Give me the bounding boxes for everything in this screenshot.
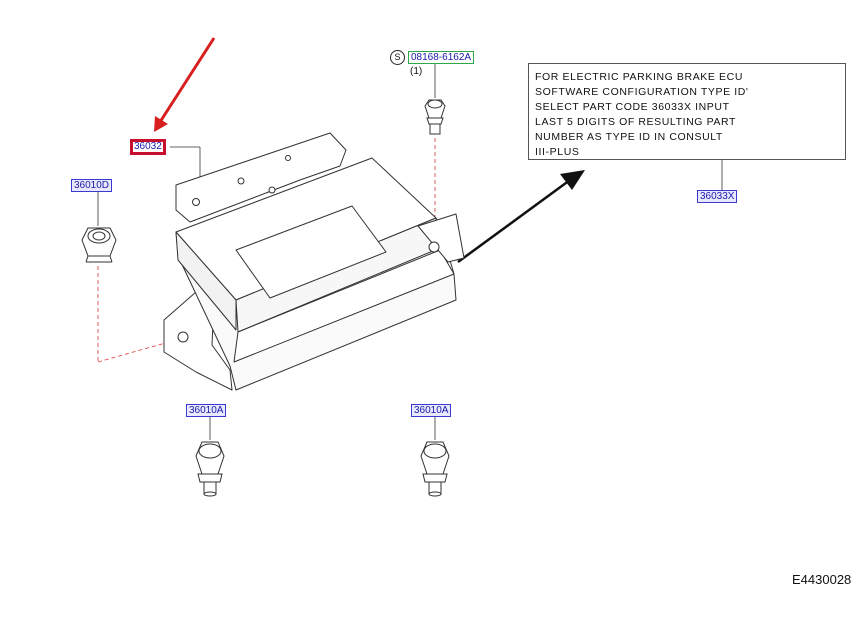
callout-08168-6162a[interactable]: 08168-6162A xyxy=(408,51,475,64)
callout-36010a-left[interactable]: 36010A xyxy=(186,404,227,417)
callout-36033x[interactable]: 36033X xyxy=(697,190,738,203)
note-line: NUMBER AS TYPE ID IN CONSULT xyxy=(535,131,723,143)
callout-36010d[interactable]: 36010D xyxy=(71,179,113,192)
bolt-symbol-s: S xyxy=(390,50,405,65)
callout-36032[interactable]: 36032 xyxy=(130,139,166,155)
bolt-icon xyxy=(420,441,450,497)
note-line: SOFTWARE CONFIGURATION TYPE ID' xyxy=(535,86,749,98)
ecu-unit-icon xyxy=(163,132,465,391)
red-arrow-icon xyxy=(154,37,216,132)
note-line: FOR ELECTRIC PARKING BRAKE ECU xyxy=(535,71,744,83)
figure-id: E4430028 xyxy=(792,572,852,587)
note-line: LAST 5 DIGITS OF RESULTING PART xyxy=(535,116,737,128)
bolt-icon xyxy=(195,441,225,497)
note-line: SELECT PART CODE 36033X INPUT xyxy=(535,101,730,113)
ecu-note-box: FOR ELECTRIC PARKING BRAKE ECU SOFTWARE … xyxy=(528,63,846,160)
black-arrow-icon xyxy=(457,170,585,264)
note-line: III-PLUS xyxy=(535,146,580,158)
bolt-icon xyxy=(424,99,446,135)
callout-36010a-right[interactable]: 36010A xyxy=(411,404,452,417)
bolt-quantity: (1) xyxy=(410,66,423,77)
nut-icon xyxy=(81,227,117,263)
